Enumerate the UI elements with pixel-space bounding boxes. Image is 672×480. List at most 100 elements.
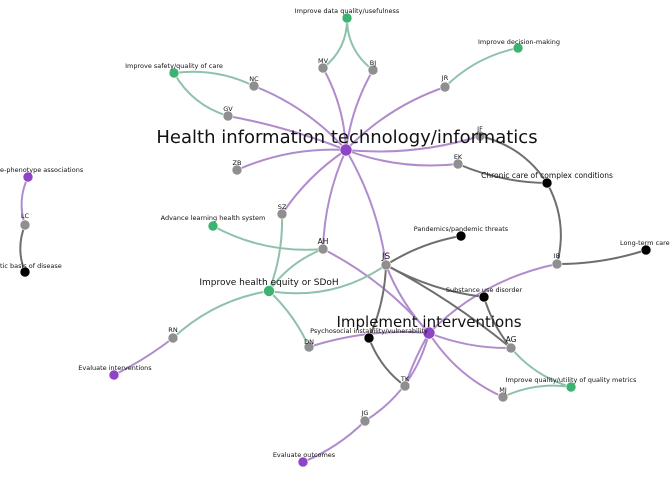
node-mj[interactable] [497,391,509,403]
edge-equity-DN [268,290,310,348]
label-sud: Substance use disorder [446,286,523,294]
edge-safety-GV [173,72,229,117]
edge-hit-ZB [236,148,347,171]
node-js[interactable] [380,259,392,271]
edge-impl-MJ [428,332,504,398]
node-evalout[interactable] [297,456,309,468]
label-ltc: Long-term care [620,239,670,247]
label-ag: AG [506,335,517,344]
node-gv[interactable] [222,110,234,122]
edge-chronic-JF [479,135,548,184]
node-impl[interactable] [422,326,436,340]
node-safety[interactable] [168,67,180,79]
label-dn: DN [304,338,314,346]
edge-hit-MV [322,67,347,151]
node-dq[interactable] [341,12,353,24]
edge-equity-JS [268,264,387,295]
node-psi[interactable] [363,332,375,344]
node-layer [19,12,652,468]
edge-hit-AH [322,149,347,250]
edge-hit-GV [227,115,347,151]
node-jr[interactable] [439,81,451,93]
node-ek[interactable] [452,158,464,170]
label-chronic: Chronic care of complex conditions [481,171,613,180]
label-decision: Improve decision-making [478,38,560,46]
label-rn: RN [168,326,178,334]
edge-chronic-EK [457,163,548,184]
label-evalout: Evaluate outcomes [273,451,336,459]
label-pheno: e-phenotype associations [0,166,84,174]
label-js: JS [381,252,391,262]
node-lc[interactable] [19,219,31,231]
label-sz: SZ [278,203,287,211]
label-genetic: tic basis of disease [0,262,62,270]
label-gv: GV [223,105,233,113]
node-equity[interactable] [263,285,275,297]
edge-equity-RN [172,290,270,339]
edge-hit-JF [345,135,481,153]
edge-layer [19,17,647,463]
label-dq: Improve data quality/usefulness [295,7,400,15]
label-ah: AH [318,237,329,246]
node-ltc[interactable] [640,244,652,256]
edge-hit-BJ [345,69,374,151]
node-ag[interactable] [505,342,517,354]
edge-equity-SZ [268,213,284,292]
label-pandemic: Pandemics/pandemic threats [414,225,509,233]
node-ah[interactable] [317,243,329,255]
node-decision[interactable] [512,42,524,54]
node-genetic[interactable] [19,266,31,278]
label-jg: JG [361,409,369,417]
edge-psi-TK [368,337,406,387]
label-tk: TK [400,375,410,383]
edge-JS-AG [385,264,512,349]
edge-qm-MJ [502,384,572,398]
node-sz[interactable] [276,208,288,220]
label-hit: Health information technology/informatic… [156,127,537,148]
edge-hit-SZ [281,149,347,215]
edge-safety-NC [173,70,255,87]
label-mj: MJ [499,386,507,394]
node-hit[interactable] [339,143,353,157]
edge-evalint-RN [113,337,174,376]
node-jf[interactable] [474,130,486,142]
node-evalint[interactable] [108,369,120,381]
node-tk[interactable] [399,380,411,392]
node-rn[interactable] [167,332,179,344]
label-ek: EK [454,153,463,161]
node-qm[interactable] [565,381,577,393]
node-dn[interactable] [303,341,315,353]
label-jf: JF [476,125,483,133]
edge-decision-JR [444,47,519,88]
label-alhs: Advance learning health system [161,214,266,222]
node-pandemic[interactable] [455,230,467,242]
edge-qm-AG [510,347,572,388]
label-psi: Psychosocial instability/vulnerability [310,327,428,335]
label-bj: BJ [370,59,376,67]
edge-impl-IB [428,263,558,334]
edge-chronic-IB [546,182,562,265]
node-bj[interactable] [367,64,379,76]
label-qm: Improve quality/utility of quality metri… [506,376,637,384]
node-chronic[interactable] [541,177,553,189]
node-mv[interactable] [317,62,329,74]
edge-evalout-JG [302,420,366,463]
node-alhs[interactable] [207,220,219,232]
node-zb[interactable] [231,164,243,176]
label-safety: Improve safety/quality of care [125,62,223,70]
node-ib[interactable] [551,258,563,270]
node-jg[interactable] [359,415,371,427]
label-lc: LC [21,212,30,220]
edge-dq-BJ [346,17,374,71]
edge-impl-AH [322,248,430,334]
edge-impl-AG [428,332,512,350]
edge-hit-JS [345,149,387,266]
edge-pandemic-JS [385,235,462,266]
edge-hit-EK [345,149,459,167]
node-pheno[interactable] [22,171,34,183]
node-sud[interactable] [478,291,490,303]
label-layer: Health information technology/informatic… [0,7,670,459]
node-nc[interactable] [248,80,260,92]
edge-equity-AH [268,248,324,292]
